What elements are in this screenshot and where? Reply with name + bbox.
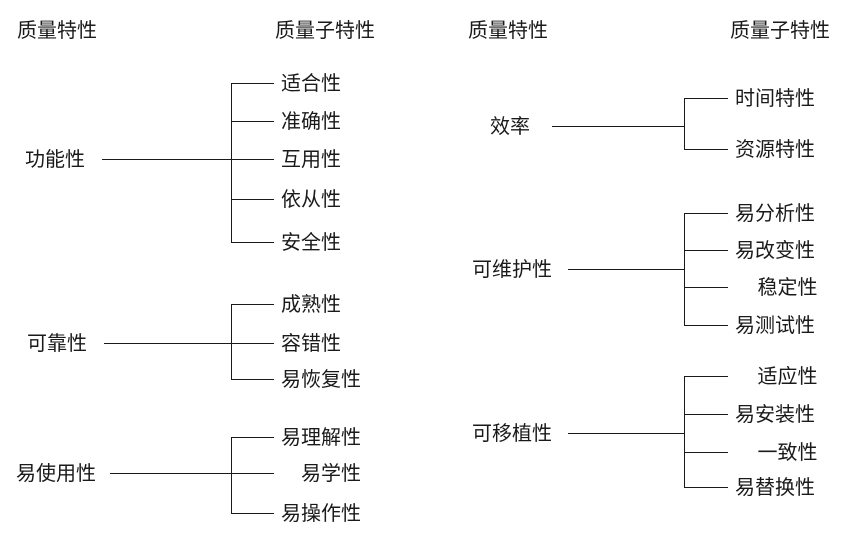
leaf-label-ziyuantexing: 资源特性 — [735, 137, 815, 161]
leaf-label-yixuexing: 易学性 — [301, 461, 361, 485]
connector-stub-right-1-2 — [684, 149, 728, 150]
leaf-label-zhunquexing: 准确性 — [281, 109, 341, 133]
left-header-subcharacteristic: 质量子特性 — [275, 18, 375, 42]
leaf-label-yiceshixing: 易测试性 — [735, 313, 815, 337]
bracket-spine-left-3 — [231, 437, 232, 513]
connector-stub-left-1-4 — [231, 199, 274, 200]
connector-trunk-right-2 — [568, 269, 684, 270]
connector-stub-right-1-1 — [684, 98, 728, 99]
leaf-label-chengshuxing: 成熟性 — [281, 292, 341, 316]
connector-stub-left-3-3 — [231, 513, 274, 514]
leaf-label-rongcuoxing: 容错性 — [281, 331, 341, 355]
node-label-keyizhixing: 可移植性 — [472, 421, 552, 445]
connector-stub-right-3-1 — [684, 376, 728, 377]
connector-stub-left-2-1 — [231, 304, 274, 305]
connector-stub-right-2-2 — [684, 250, 728, 251]
leaf-label-yifenxixing: 易分析性 — [735, 201, 815, 225]
right-header-characteristic: 质量特性 — [468, 18, 548, 42]
connector-stub-right-2-4 — [684, 325, 728, 326]
leaf-label-shijiantexing: 时间特性 — [735, 86, 815, 110]
leaf-label-yizhixing: 一致性 — [757, 440, 818, 464]
leaf-label-wendingxing: 稳定性 — [757, 275, 818, 299]
bracket-spine-right-3 — [684, 376, 685, 487]
leaf-label-yicongxing: 依从性 — [281, 187, 341, 211]
connector-stub-left-2-2 — [231, 343, 274, 344]
connector-stub-left-2-3 — [231, 379, 274, 380]
connector-stub-right-3-2 — [684, 414, 728, 415]
leaf-label-yihuifuxing: 易恢复性 — [281, 367, 361, 391]
connector-stub-left-1-5 — [231, 242, 274, 243]
leaf-label-yianzhuangxing: 易安装性 — [735, 402, 815, 426]
connector-stub-right-2-1 — [684, 213, 728, 214]
leaf-label-huyongxing: 互用性 — [281, 147, 341, 171]
connector-stub-left-1-3 — [231, 159, 274, 160]
connector-stub-left-1-1 — [231, 83, 274, 84]
bracket-spine-right-1 — [684, 98, 685, 149]
left-header-characteristic: 质量特性 — [17, 18, 97, 42]
leaf-label-yitihuanxing: 易替换性 — [735, 475, 815, 499]
connector-stub-left-3-2 — [231, 473, 274, 474]
node-label-keweihuxing: 可维护性 — [472, 257, 552, 281]
connector-stub-right-2-3 — [684, 287, 728, 288]
leaf-label-shiyingxing: 适应性 — [757, 364, 818, 388]
connector-stub-right-3-4 — [684, 487, 728, 488]
leaf-label-shihexing: 适合性 — [281, 71, 341, 95]
node-label-xiaolv: 效率 — [490, 114, 530, 138]
connector-stub-left-3-1 — [231, 437, 274, 438]
leaf-label-yilijiexing: 易理解性 — [281, 425, 361, 449]
leaf-label-anquanxing: 安全性 — [281, 230, 341, 254]
connector-trunk-right-1 — [552, 126, 684, 127]
connector-stub-right-3-3 — [684, 452, 728, 453]
connector-trunk-right-3 — [568, 433, 684, 434]
right-header-subcharacteristic: 质量子特性 — [730, 18, 830, 42]
connector-trunk-left-1 — [102, 159, 231, 160]
node-label-gongnengxing: 功能性 — [25, 147, 85, 171]
bracket-spine-left-1 — [231, 83, 232, 242]
node-label-kekaoxing: 可靠性 — [27, 331, 87, 355]
connector-stub-left-1-2 — [231, 121, 274, 122]
connector-trunk-left-3 — [110, 473, 231, 474]
leaf-label-yicaozuoxing: 易操作性 — [281, 501, 361, 525]
leaf-label-yigaibianxing: 易改变性 — [735, 238, 815, 262]
connector-trunk-left-2 — [104, 343, 231, 344]
bracket-spine-right-2 — [684, 213, 685, 325]
bracket-spine-left-2 — [231, 304, 232, 379]
node-label-yishiyongxing: 易使用性 — [16, 461, 96, 485]
